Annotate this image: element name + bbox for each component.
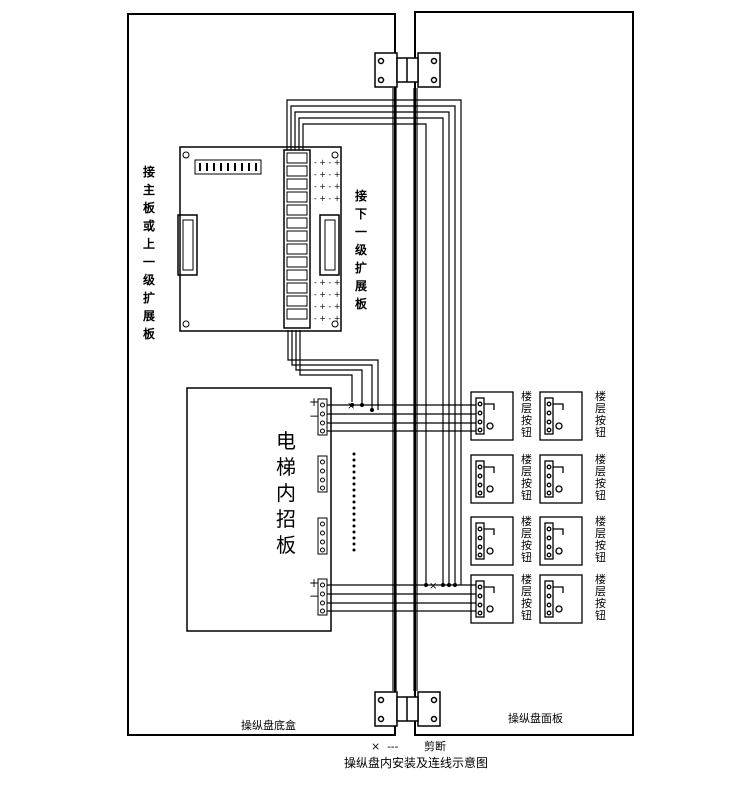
- svg-text:−: −: [309, 409, 319, 423]
- svg-text:- + - +: - + - +: [314, 314, 340, 323]
- svg-text:一: 一: [355, 225, 367, 239]
- diagram-caption: 操纵盘内安装及连线示意图: [344, 755, 488, 770]
- svg-text:内: 内: [276, 481, 296, 505]
- wire-junctions: [350, 403, 457, 587]
- svg-text:楼: 楼: [595, 572, 606, 586]
- svg-text:- + - +: - + - +: [314, 278, 340, 287]
- svg-text:- + - +: - + - +: [314, 170, 340, 179]
- svg-text:×: ×: [429, 581, 437, 592]
- floor-button-labels: 楼 层 按 钮 楼 层 按 钮 楼 层 按 钮 楼 层 按 钮 楼 层 按 钮 …: [521, 389, 606, 622]
- svg-text:主: 主: [143, 182, 155, 197]
- svg-text:板: 板: [143, 326, 156, 341]
- svg-text:按: 按: [595, 413, 606, 427]
- svg-text:−: −: [309, 589, 319, 603]
- svg-text:板: 板: [355, 296, 368, 311]
- svg-text:钮: 钮: [521, 488, 532, 502]
- svg-text:- + - +: - + - +: [314, 158, 340, 167]
- svg-text:- + - +: - + - +: [314, 182, 340, 191]
- svg-text:钮: 钮: [595, 425, 606, 439]
- cut-marks: × ×: [347, 401, 437, 592]
- terminal-bottom: [317, 578, 328, 616]
- svg-text:钮: 钮: [521, 550, 532, 564]
- svg-text:按: 按: [521, 596, 532, 610]
- bottom-hinge: [374, 691, 441, 727]
- svg-text:展: 展: [355, 279, 367, 293]
- svg-text:按: 按: [595, 596, 606, 610]
- face-panel-label: 操纵盘面板: [508, 711, 563, 725]
- svg-text:钮: 钮: [521, 608, 532, 622]
- face-panel-outline: [414, 11, 634, 736]
- label-main-board-conn: 接 主 板 或 上 一 级 扩 展 板: [143, 164, 156, 341]
- svg-text:招: 招: [276, 507, 296, 531]
- svg-text:或: 或: [143, 218, 155, 233]
- svg-text:按: 按: [595, 476, 606, 490]
- svg-text:楼: 楼: [595, 452, 606, 466]
- legend-text: 剪断: [424, 739, 446, 753]
- svg-text:下: 下: [355, 207, 367, 221]
- svg-text:楼: 楼: [595, 389, 606, 403]
- terminal-top: [317, 398, 328, 436]
- svg-text:层: 层: [595, 527, 606, 540]
- svg-text:接: 接: [143, 164, 155, 179]
- svg-text:板: 板: [276, 533, 296, 557]
- svg-text:按: 按: [521, 413, 532, 427]
- svg-text:梯: 梯: [276, 455, 296, 479]
- svg-text:- + - +: - + - +: [314, 290, 340, 299]
- svg-text:- + - +: - + - +: [314, 302, 340, 311]
- svg-text:接: 接: [355, 188, 367, 203]
- svg-text:- + - +: - + - +: [314, 194, 340, 203]
- svg-text:楼: 楼: [521, 514, 532, 528]
- svg-text:钮: 钮: [595, 550, 606, 564]
- svg-text:楼: 楼: [521, 452, 532, 466]
- svg-text:展: 展: [143, 309, 155, 323]
- svg-text:一: 一: [143, 255, 155, 269]
- svg-text:电: 电: [276, 429, 296, 453]
- svg-text:楼: 楼: [521, 572, 532, 586]
- legend-symbols: × ---: [371, 740, 399, 753]
- svg-text:钮: 钮: [595, 488, 606, 502]
- svg-text:层: 层: [595, 585, 606, 598]
- dip-switch: [194, 159, 262, 175]
- right-ribbon-connector: [319, 214, 340, 276]
- svg-text:按: 按: [521, 538, 532, 552]
- svg-text:上: 上: [143, 236, 155, 251]
- expansion-board: - + - + - + - + - + - + - + - + - + - + - +…: [177, 146, 342, 332]
- base-box-label: 操纵盘底盒: [241, 718, 296, 732]
- svg-text:层: 层: [595, 465, 606, 478]
- svg-text:楼: 楼: [521, 389, 532, 403]
- svg-text:+: +: [309, 576, 319, 590]
- button-wires: [327, 404, 476, 612]
- svg-text:层: 层: [595, 402, 606, 415]
- svg-text:钮: 钮: [595, 608, 606, 622]
- svg-text:层: 层: [521, 585, 532, 598]
- base-box-outline: [127, 13, 396, 736]
- cable-bundle: [286, 88, 462, 691]
- terminal-mid-2: [317, 517, 328, 555]
- terminal-mid-1: [317, 455, 328, 493]
- svg-text:层: 层: [521, 527, 532, 540]
- label-next-board-conn: 接 下 一 级 扩 展 板: [355, 188, 368, 311]
- svg-text:按: 按: [521, 476, 532, 490]
- top-hinge: [374, 52, 441, 88]
- call-board: + − + − 电 梯 内 招 板: [186, 387, 356, 632]
- svg-text:扩: 扩: [355, 260, 367, 275]
- svg-text:层: 层: [521, 402, 532, 415]
- terminal-block-column: [283, 149, 311, 329]
- svg-text:按: 按: [595, 538, 606, 552]
- left-ribbon-connector: [177, 214, 198, 276]
- svg-text:钮: 钮: [521, 425, 532, 439]
- svg-text:板: 板: [143, 200, 156, 215]
- floor-buttons: [470, 391, 583, 624]
- svg-text:楼: 楼: [595, 514, 606, 528]
- svg-text:+: +: [309, 395, 319, 409]
- svg-text:级: 级: [355, 242, 367, 257]
- svg-text:级: 级: [143, 272, 155, 287]
- svg-text:扩: 扩: [143, 290, 155, 305]
- svg-text:层: 层: [521, 465, 532, 478]
